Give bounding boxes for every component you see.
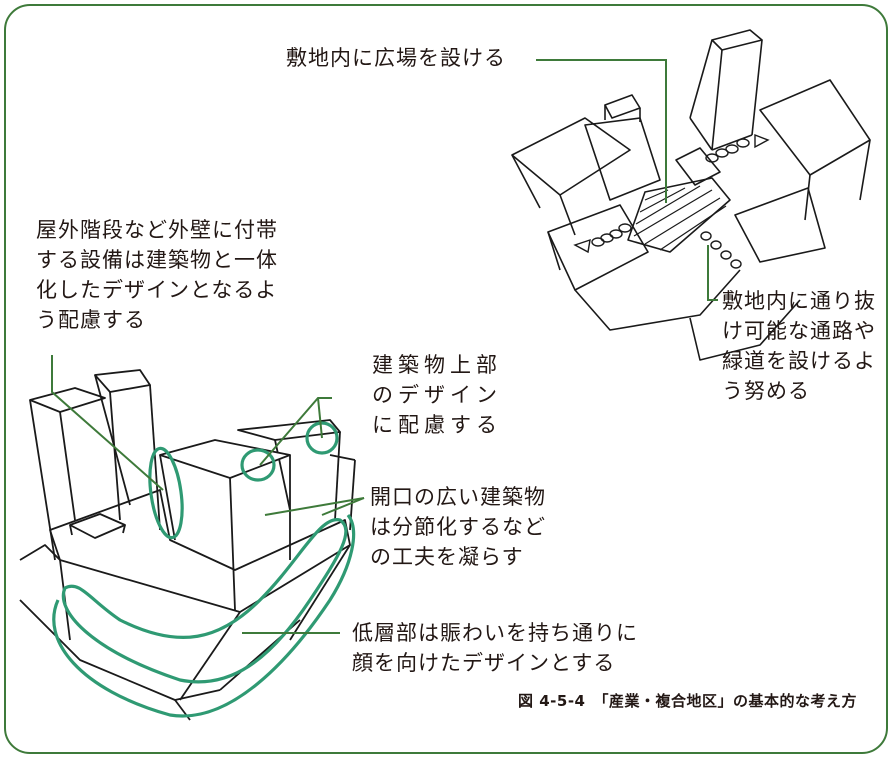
- label-plaza: 敷地内に広場を設ける: [286, 46, 506, 70]
- label-stairs: 屋外階段など外壁に付帯 する設備は建築物と一体 化したデザインとなるよ う配慮す…: [36, 218, 278, 332]
- leader-lines: [51, 59, 718, 634]
- label-passage: 敷地内に通り抜 け可能な通路や 緑道を設けるよ う努める: [722, 289, 876, 403]
- label-top: 建築物上部 のデザイン に配慮する: [372, 353, 502, 437]
- plaza-hatching: [633, 185, 727, 251]
- label-opening: 開口の広い建築物 は分節化するなど の工夫を凝らす: [370, 485, 546, 569]
- plaza-sketch: [511, 29, 871, 361]
- label-low: 低層部は賑わいを持ち通りに 顔を向けたデザインとする: [352, 621, 638, 675]
- highlight-outlines: [52, 421, 356, 718]
- tree-row-marks: [573, 133, 770, 269]
- figure-frame: [4, 4, 888, 754]
- figure-caption: 図 4-5-4 「産業・複合地区」の基本的な考え方: [518, 692, 857, 710]
